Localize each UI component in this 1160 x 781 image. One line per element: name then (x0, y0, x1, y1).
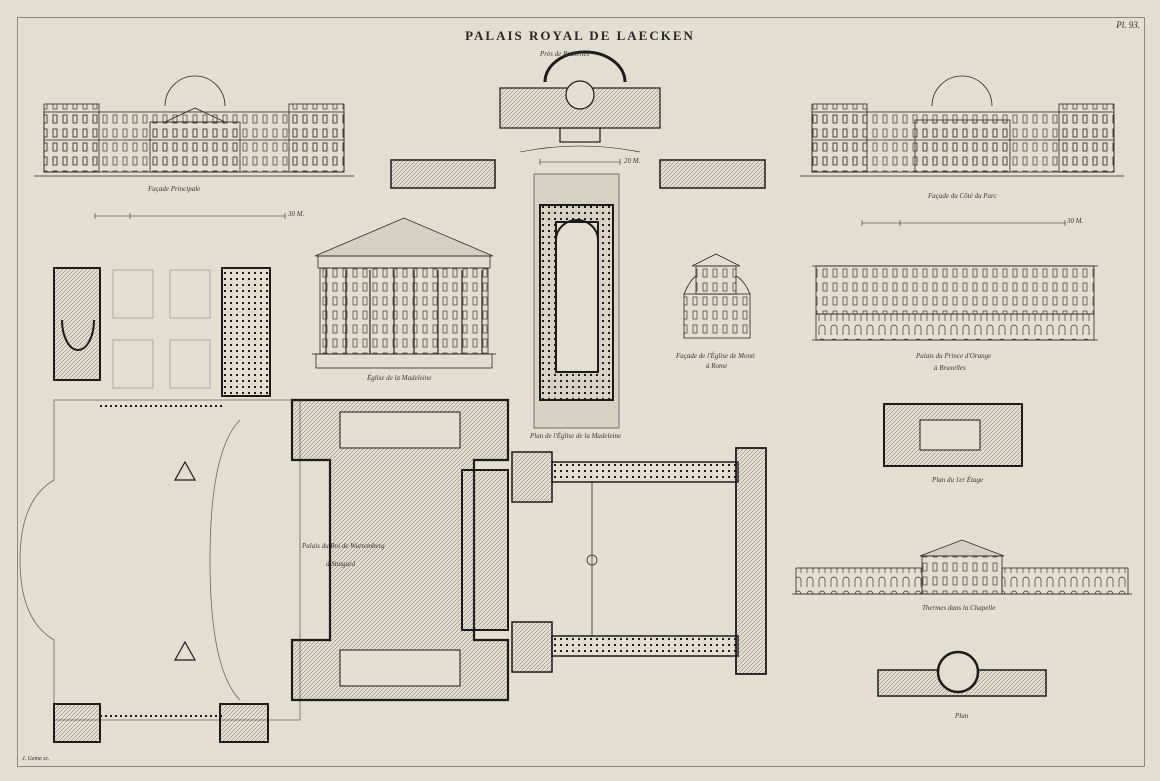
small-plan-right (659, 159, 766, 189)
scale-label-3: 20 M. (624, 157, 641, 165)
plan-chapelle (877, 650, 1047, 697)
caption-facade-eglise-monti-place: à Rome (706, 362, 728, 370)
scale-label-1: 30 M. (288, 210, 305, 218)
facade-eglise-monti (683, 253, 751, 339)
plan-laecken (499, 50, 661, 153)
caption-facade-principale: Façade Principale (148, 185, 201, 193)
scale-bar-1 (94, 213, 286, 219)
plan-eglise-madeleine (533, 173, 620, 429)
caption-thermes-chapelle: Thermes dans la Chapelle (922, 604, 996, 612)
caption-palais-prince-orange-place: à Bruxelles (934, 364, 966, 372)
caption-plan-premier-etage: Plan du 1er Étage (932, 476, 984, 484)
engraver-credit: J. Geme sc. (22, 756, 50, 762)
caption-facade-parc: Façade du Côté du Parc (928, 192, 997, 200)
facade-principale-elevation (34, 75, 354, 177)
caption-facade-eglise-monti: Façade de l'Église de Monti (676, 352, 755, 360)
facade-parc-elevation (800, 75, 1124, 177)
caption-palais-prince-orange: Palais du Prince d'Orange (916, 352, 992, 360)
eglise-madeleine-elevation (312, 217, 496, 369)
scale-bar-2 (861, 220, 1066, 226)
scale-bar-3 (539, 159, 621, 165)
caption-eglise-madeleine: Église de la Madeleine (367, 374, 432, 382)
caption-plan: Plan (955, 712, 969, 720)
thermes-chapelle-elevation (792, 539, 1132, 595)
plate-title: PALAIS ROYAL DE LAECKEN (465, 28, 695, 43)
plate-number: Pl. 93. (1116, 20, 1140, 30)
palais-roi-wurtemberg-plan (19, 267, 767, 743)
small-plan-left (390, 159, 496, 189)
palais-prince-orange-elevation (812, 265, 1098, 341)
plan-premier-etage (883, 403, 1023, 467)
caption-palais-roi-wurtemberg: Palais du Roi de Wurtemberg (302, 542, 385, 550)
caption-palais-roi-wurtemberg-place: à Stutgard (326, 560, 356, 568)
plate-border (17, 17, 1145, 767)
caption-plan-eglise-madeleine: Plan de l'Église de la Madeleine (530, 432, 622, 440)
scale-label-2: 30 M. (1067, 217, 1084, 225)
caption-pres-bruxelles: Près de Bruxelles (540, 50, 590, 58)
